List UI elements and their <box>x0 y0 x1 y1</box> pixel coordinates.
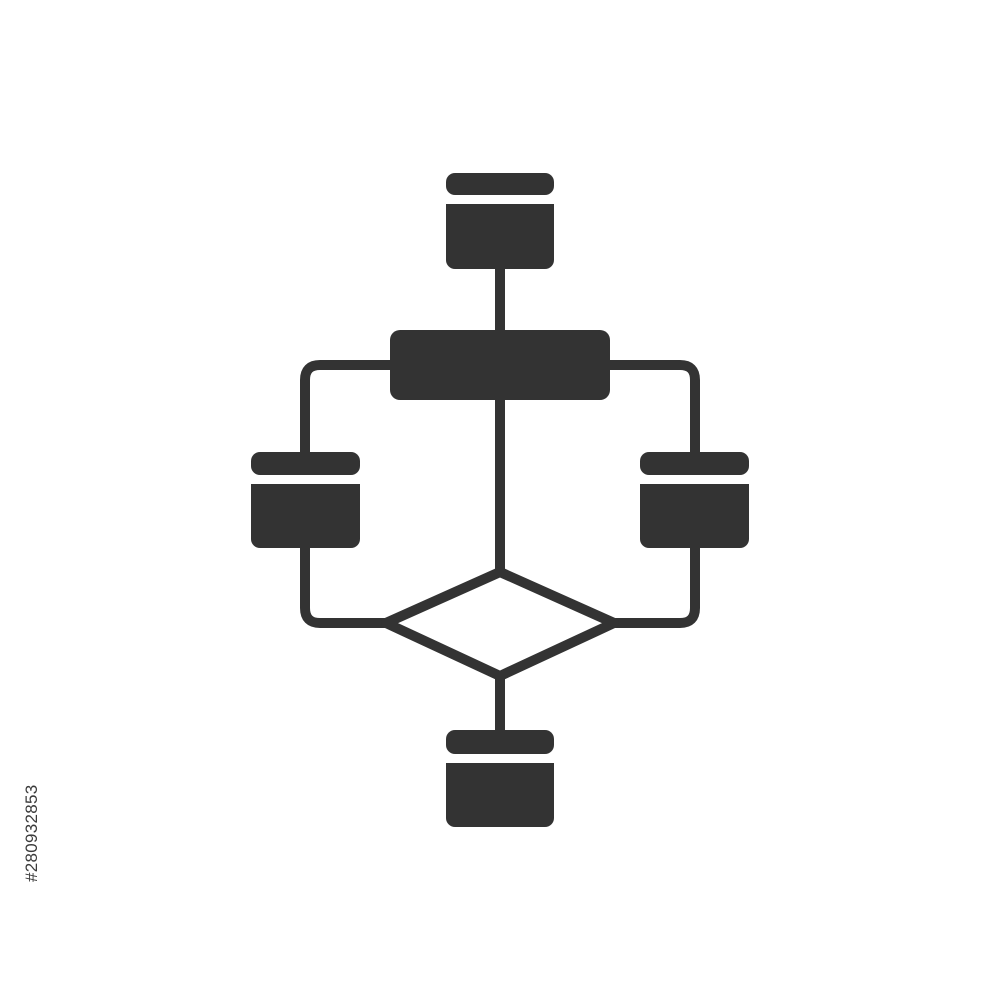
connector-bar-to-left <box>300 360 397 457</box>
connector-right-to-diamond <box>609 543 700 628</box>
bottom-process-box <box>446 730 554 827</box>
main-process-bar <box>390 330 610 400</box>
connector-left-to-diamond <box>300 543 391 628</box>
left-process-box <box>251 452 360 548</box>
connector-lines <box>300 263 700 737</box>
stock-image-id: #280932853 <box>22 784 41 882</box>
right-process-box <box>640 452 749 548</box>
connector-bar-to-right <box>603 360 700 457</box>
top-process-box <box>446 173 554 269</box>
decision-diamond <box>381 567 619 681</box>
process-nodes <box>251 173 749 827</box>
